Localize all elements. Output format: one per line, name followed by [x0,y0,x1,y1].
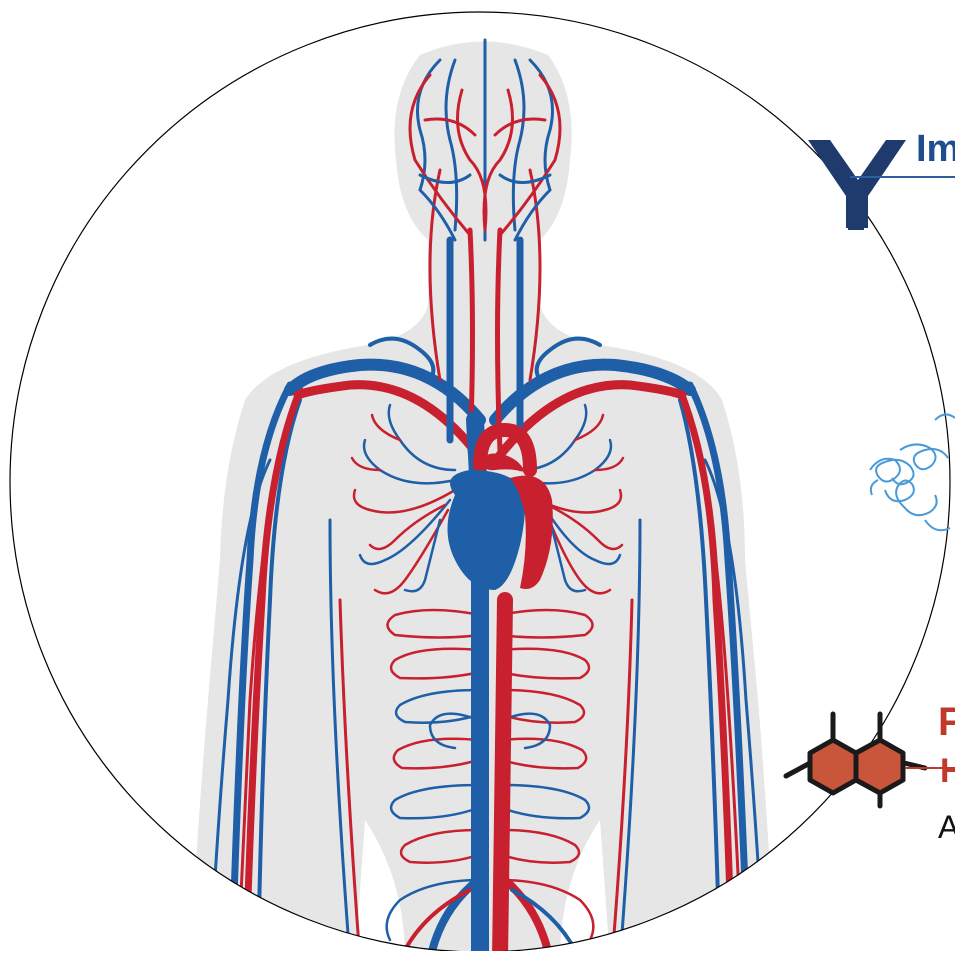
body-diagram [190,40,775,951]
immune-heading: Im [916,128,955,171]
body-text: A [938,809,955,846]
red-subheading: H [940,752,955,791]
red-heading: F [938,700,955,745]
protein-ribbon-icon [870,414,955,530]
hexagon-molecule-icon [786,714,925,806]
antibody-icon [808,140,906,230]
